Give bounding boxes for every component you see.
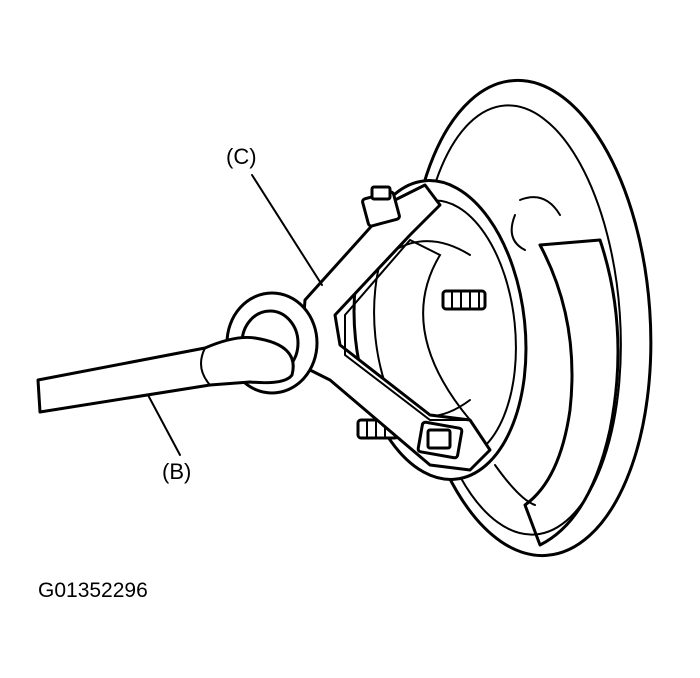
leader-line-c [251,174,323,286]
puller-yoke [298,183,492,472]
wheel-stud-center [441,289,487,311]
brake-shoe [494,196,620,547]
slide-hammer-shaft [36,336,295,414]
figure-id: G01352296 [38,579,148,602]
callout-b: (B) [162,459,192,484]
leader-line-b [147,394,181,456]
callout-c: (C) [226,144,257,169]
